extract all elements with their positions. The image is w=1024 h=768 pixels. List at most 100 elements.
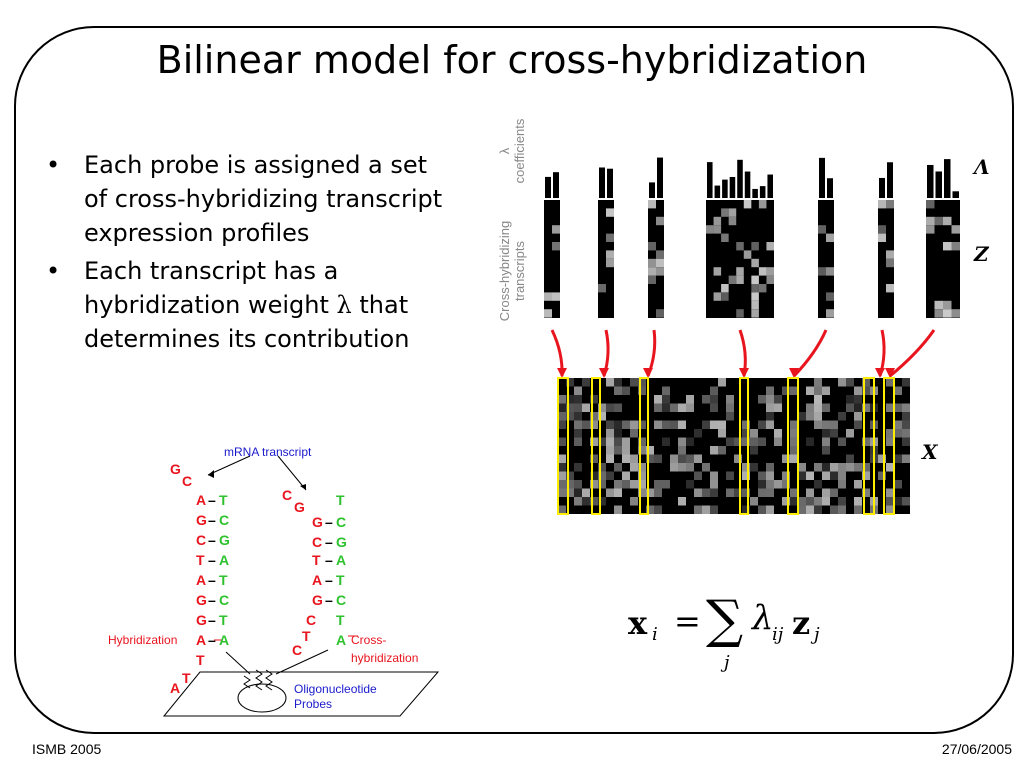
z-matrix-cell bbox=[943, 242, 952, 251]
x-matrix-cell bbox=[558, 471, 566, 480]
x-matrix-cell bbox=[902, 437, 910, 446]
x-matrix-cell bbox=[622, 420, 630, 429]
x-matrix-cell bbox=[622, 471, 630, 480]
z-matrix-cell bbox=[926, 225, 935, 234]
x-matrix-cell bbox=[574, 412, 582, 421]
x-matrix-cell bbox=[678, 497, 686, 506]
dna-base-red: C bbox=[292, 642, 303, 658]
x-matrix-cell bbox=[686, 454, 694, 463]
x-matrix-cell bbox=[678, 463, 686, 472]
x-matrix-cell bbox=[774, 395, 782, 404]
x-matrix-cell bbox=[758, 488, 766, 497]
dna-pair-dash: – bbox=[325, 572, 333, 588]
x-matrix-cell bbox=[646, 454, 654, 463]
slide-frame bbox=[14, 26, 1014, 734]
lambda-bar bbox=[879, 177, 885, 198]
x-matrix-cell bbox=[790, 420, 798, 429]
x-highlight-column bbox=[557, 377, 569, 515]
x-matrix-cell bbox=[710, 480, 718, 489]
x-matrix-cell bbox=[726, 437, 734, 446]
dna-pair-dash: – bbox=[325, 514, 333, 530]
bullet-text-1: Each probe is assigned a set of cross-hy… bbox=[84, 151, 443, 247]
dna-pair-dash: – bbox=[325, 534, 333, 550]
lambda-bar bbox=[649, 182, 655, 198]
dna-base-green: T bbox=[336, 612, 345, 628]
dna-base-red: G bbox=[170, 461, 181, 477]
x-matrix-cell bbox=[646, 488, 654, 497]
z-matrix-cell bbox=[758, 200, 767, 209]
z-matrix-cell bbox=[648, 258, 656, 268]
x-matrix-cell bbox=[582, 378, 590, 387]
x-matrix-cell bbox=[566, 480, 574, 489]
dna-base-red: G bbox=[196, 512, 207, 528]
x-matrix-cell bbox=[822, 463, 830, 472]
x-matrix-cell bbox=[798, 505, 806, 514]
x-matrix-cell bbox=[670, 403, 678, 412]
x-matrix-cell bbox=[654, 480, 662, 489]
dna-pair-dash: – bbox=[208, 632, 216, 648]
x-matrix-cell bbox=[718, 420, 726, 429]
lambda-bar bbox=[729, 176, 736, 198]
x-matrix-cell bbox=[726, 488, 734, 497]
x-matrix-cell bbox=[638, 488, 646, 497]
formula-sum: ∑ bbox=[706, 590, 744, 650]
x-matrix-cell bbox=[862, 378, 870, 387]
x-matrix-cell bbox=[566, 395, 574, 404]
dna-base-red: C bbox=[196, 532, 207, 548]
z-matrix-cell bbox=[656, 267, 664, 276]
x-matrix-cell bbox=[614, 386, 622, 395]
red-arrow bbox=[889, 329, 936, 378]
x-matrix-cell bbox=[790, 437, 798, 446]
x-matrix-cell bbox=[862, 463, 870, 472]
red-arrow bbox=[792, 329, 828, 378]
red-arrow-head bbox=[643, 368, 653, 378]
x-matrix-cell bbox=[718, 378, 726, 387]
x-matrix-cell bbox=[558, 463, 566, 472]
z-matrix-cell bbox=[736, 242, 744, 251]
x-matrix-cell bbox=[814, 420, 822, 429]
x-matrix-cell bbox=[630, 463, 638, 472]
x-matrix-cell bbox=[878, 471, 886, 480]
x-matrix-cell bbox=[742, 429, 750, 438]
x-matrix-cell bbox=[902, 403, 910, 412]
lambda-bar bbox=[759, 186, 766, 198]
x-matrix-cell bbox=[838, 378, 846, 387]
x-matrix-cell bbox=[606, 471, 614, 480]
x-matrix-cell bbox=[590, 395, 598, 404]
red-arrow-head bbox=[739, 368, 749, 378]
z-matrix-cell bbox=[736, 267, 744, 276]
x-matrix-cell bbox=[678, 454, 686, 463]
x-matrix-cell bbox=[694, 505, 702, 514]
x-matrix-cell bbox=[846, 454, 854, 463]
z-matrix-cell bbox=[648, 242, 656, 251]
x-matrix-cell bbox=[862, 437, 870, 446]
footer-date: 27/06/2005 bbox=[941, 741, 1012, 757]
x-matrix-cell bbox=[566, 378, 574, 387]
x-matrix-cell bbox=[854, 412, 862, 421]
x-matrix-cell bbox=[590, 480, 598, 489]
x-matrix-cell bbox=[846, 395, 854, 404]
x-matrix-cell bbox=[710, 403, 718, 412]
x-matrix-cell bbox=[766, 463, 774, 472]
x-matrix-cell bbox=[782, 454, 790, 463]
lambda-matrix-label: Λ bbox=[974, 155, 990, 179]
x-matrix-cell bbox=[806, 505, 814, 514]
z-matrix-cell bbox=[818, 267, 826, 276]
x-matrix-cell bbox=[710, 446, 718, 455]
x-matrix-cell bbox=[622, 386, 630, 395]
z-matrix-cell bbox=[751, 258, 759, 268]
x-matrix-cell bbox=[590, 454, 598, 463]
x-matrix-cell bbox=[694, 429, 702, 438]
z-matrix-cell bbox=[826, 309, 834, 318]
z-matrix-cell bbox=[656, 250, 664, 259]
x-matrix-cell bbox=[686, 463, 694, 472]
z-matrix-cell bbox=[751, 292, 759, 301]
x-matrix-cell bbox=[614, 420, 622, 429]
x-matrix-cell bbox=[598, 471, 606, 480]
dna-base-green: C bbox=[336, 514, 347, 530]
x-matrix-cell bbox=[654, 403, 662, 412]
x-matrix-cell bbox=[694, 454, 702, 463]
dna-base-green: C bbox=[219, 592, 230, 608]
x-matrix-cell bbox=[614, 505, 622, 514]
